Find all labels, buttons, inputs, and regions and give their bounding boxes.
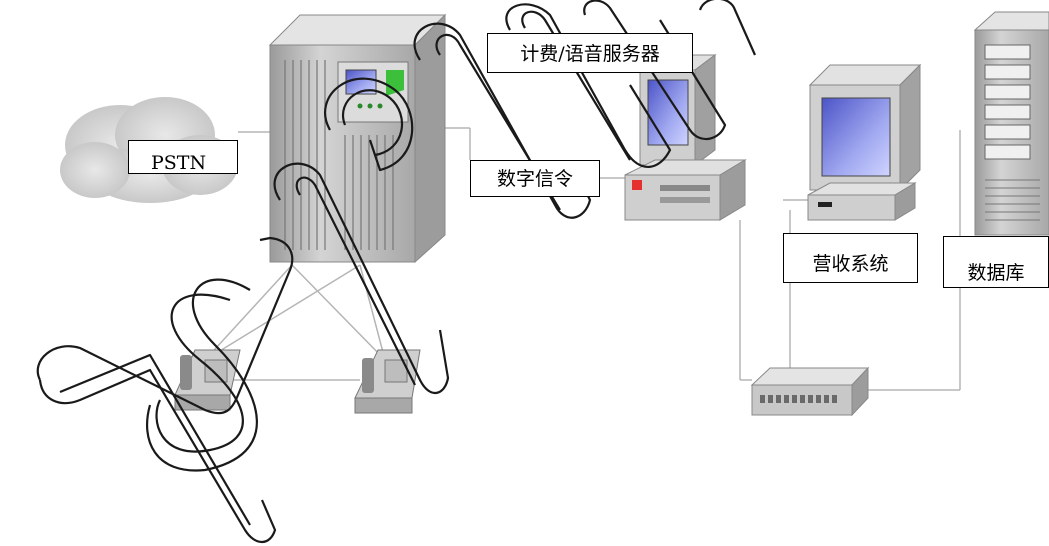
watermark-logo	[36, 0, 757, 544]
billing-system-text: 营收系统	[812, 253, 889, 275]
server-pc-icon	[624, 54, 747, 221]
pstn-label: PSTN	[128, 140, 238, 174]
billing-pc-icon	[807, 63, 922, 221]
database-label: 数据库	[943, 236, 1049, 288]
tower-server-icon	[973, 11, 1049, 236]
pstn-label-text: PSTN	[151, 152, 207, 174]
network-hub-icon	[750, 366, 870, 417]
telephone-icon-left	[174, 349, 241, 411]
digital-signaling-label: 数字信令	[470, 160, 600, 197]
billing-system-label: 营收系统	[783, 233, 918, 283]
database-text: 数据库	[967, 262, 1025, 284]
billing-voice-server-text: 计费/语音服务器	[520, 43, 660, 65]
pbx-cabinet-icon	[268, 13, 447, 264]
billing-voice-server-label: 计费/语音服务器	[487, 33, 693, 73]
digital-signaling-text: 数字信令	[496, 168, 573, 190]
